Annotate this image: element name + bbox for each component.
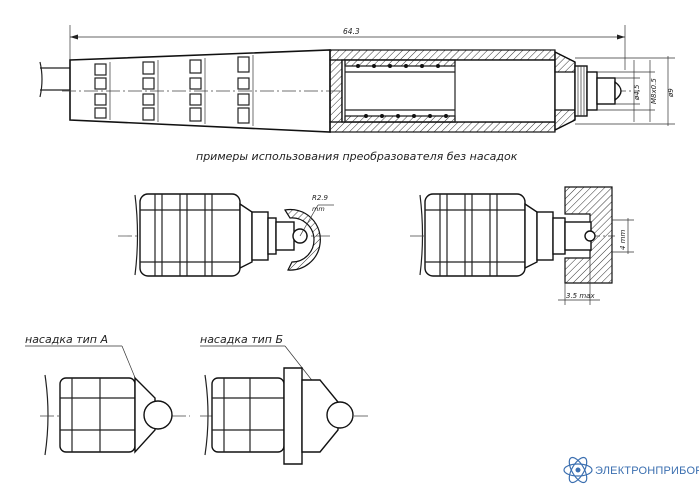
dim-width: 4 mm xyxy=(619,230,627,250)
sensor-main-view: 64.3 xyxy=(39,25,675,133)
dim-dia-small: ø4.5 xyxy=(633,84,641,101)
label-nozzle-b: насадка тип Б xyxy=(200,333,283,346)
dim-radius: R2.9 xyxy=(312,194,329,202)
example-curved-surface: R2.9 mm xyxy=(118,193,334,277)
nozzle-type-a: насадка тип А xyxy=(25,333,190,456)
brand-logo-icon xyxy=(563,456,593,484)
dim-radius-unit: mm xyxy=(312,205,325,213)
brand-name: ЭЛЕКТРОНПРИБОР xyxy=(595,465,699,477)
label-nozzle-a: насадка тип А xyxy=(25,333,108,346)
dim-dia-body: ø9 xyxy=(667,88,675,98)
dim-dia-thread: М8х0.5 xyxy=(650,78,658,104)
dim-depth: 3.5 max xyxy=(566,292,595,300)
dim-total-length: 64.3 xyxy=(343,27,360,36)
example-hole: 4 mm 3.5 max xyxy=(410,186,634,305)
usage-caption: примеры использования преобразователя бе… xyxy=(196,150,518,163)
nozzle-type-b: насадка тип Б xyxy=(200,333,370,465)
